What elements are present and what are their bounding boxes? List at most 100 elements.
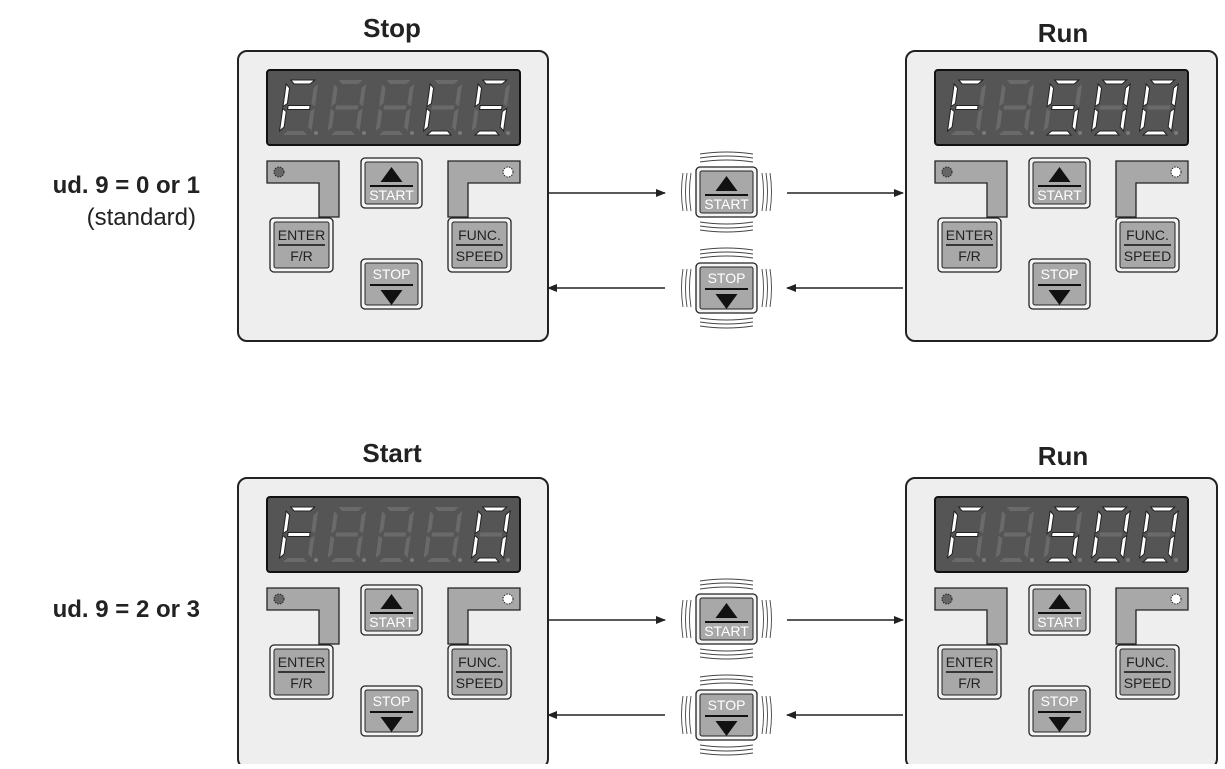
panel-title-run-1: Run (1038, 18, 1089, 48)
segment-e (1090, 107, 1099, 133)
segment-b (407, 84, 415, 107)
segment-c (452, 535, 459, 558)
vibration-lines (681, 578, 772, 660)
func-key: FUNC. SPEED (447, 217, 512, 273)
panel-title-start: Start (362, 438, 422, 468)
segment-b (503, 84, 511, 107)
segment-c (1024, 535, 1031, 558)
func-key-label-bottom: SPEED (456, 248, 503, 264)
vibration-lines (681, 151, 772, 233)
segment-f (998, 84, 1006, 107)
display-digit-1 (278, 79, 319, 135)
decimal-point (458, 558, 462, 562)
vibration-arc (761, 599, 764, 639)
segment-e (375, 535, 383, 558)
segment-b (455, 511, 463, 534)
led-indicator-right (447, 587, 521, 645)
segment-f (378, 511, 386, 534)
display-digit-5 (470, 506, 511, 563)
segment-a (1053, 79, 1081, 85)
segment-a (481, 79, 509, 85)
segment-c (308, 108, 315, 131)
stop-key-label: STOP (373, 266, 411, 282)
func-key-label-top: FUNC. (1126, 654, 1169, 670)
segment-b (1027, 84, 1035, 107)
segment-d (473, 130, 501, 136)
segment-e (1138, 107, 1147, 133)
segment-b (311, 84, 319, 107)
start-key: START (1028, 584, 1091, 636)
segment-a (481, 506, 509, 512)
segment-d (379, 558, 403, 562)
vibration-arc (699, 652, 754, 656)
segment-b (455, 84, 463, 107)
display-digit-5 (1138, 79, 1179, 136)
start-key: START (360, 157, 423, 209)
vibration-arc (699, 682, 754, 686)
start-key-label: START (704, 196, 749, 212)
segment-b (502, 509, 511, 535)
decimal-point (1126, 131, 1130, 135)
enter-key-label-top: ENTER (946, 227, 993, 243)
segment-g (286, 532, 311, 537)
segment-b (407, 511, 415, 534)
vibration-arc (685, 268, 688, 308)
segment-b (1027, 511, 1035, 534)
func-key-label-bottom: SPEED (1124, 248, 1171, 264)
segment-f (330, 511, 338, 534)
vibration-arc (769, 172, 772, 212)
segment-c (1024, 108, 1031, 131)
start-key-label: START (369, 187, 414, 203)
segment-g (954, 532, 979, 537)
vibration-arc (765, 695, 768, 735)
segment-c (499, 107, 508, 133)
segment-f (474, 509, 483, 535)
segment-e (471, 108, 479, 131)
segment-f (1094, 509, 1103, 535)
segment-b (1122, 82, 1131, 108)
segment-e (470, 534, 479, 560)
segment-f (378, 84, 386, 107)
segment-c (499, 534, 508, 560)
segment-f (998, 511, 1006, 534)
func-key-label-top: FUNC. (1126, 227, 1169, 243)
start-key-label: START (704, 623, 749, 639)
vibration-arc (699, 578, 754, 582)
vibration-arc (689, 172, 692, 212)
segment-b (359, 511, 367, 534)
condition-note-1: (standard) (87, 204, 196, 231)
condition-label-2: ud. 9 = 2 or 3 (53, 596, 200, 623)
display-digit-4 (423, 507, 463, 562)
segment-g (383, 532, 407, 537)
segment-b (1075, 511, 1083, 534)
enter-key-label-bottom: F/R (290, 248, 313, 264)
segment-g (1003, 105, 1027, 110)
vibration-lines (681, 247, 772, 329)
segment-c (1119, 534, 1128, 560)
vibration-arc (699, 325, 754, 329)
segment-b (1122, 509, 1131, 535)
segment-c (308, 535, 315, 558)
segment-f (282, 82, 291, 108)
segment-f (1094, 82, 1103, 108)
vibration-arc (681, 268, 684, 308)
segment-f (1142, 509, 1151, 535)
stop-key: STOP (360, 258, 423, 310)
start-key-face (699, 597, 754, 641)
display-digit-2 (995, 80, 1035, 135)
segment-e (327, 108, 335, 131)
segment-c (452, 108, 459, 131)
func-key-label-top: FUNC. (458, 227, 501, 243)
segment-g (431, 532, 455, 537)
display-digit-1 (946, 79, 987, 135)
segment-g (479, 532, 503, 537)
vibration-arc (765, 268, 768, 308)
segment-g (335, 532, 359, 537)
decimal-point (982, 131, 986, 135)
segment-f (950, 82, 959, 108)
segment-d (331, 131, 355, 135)
